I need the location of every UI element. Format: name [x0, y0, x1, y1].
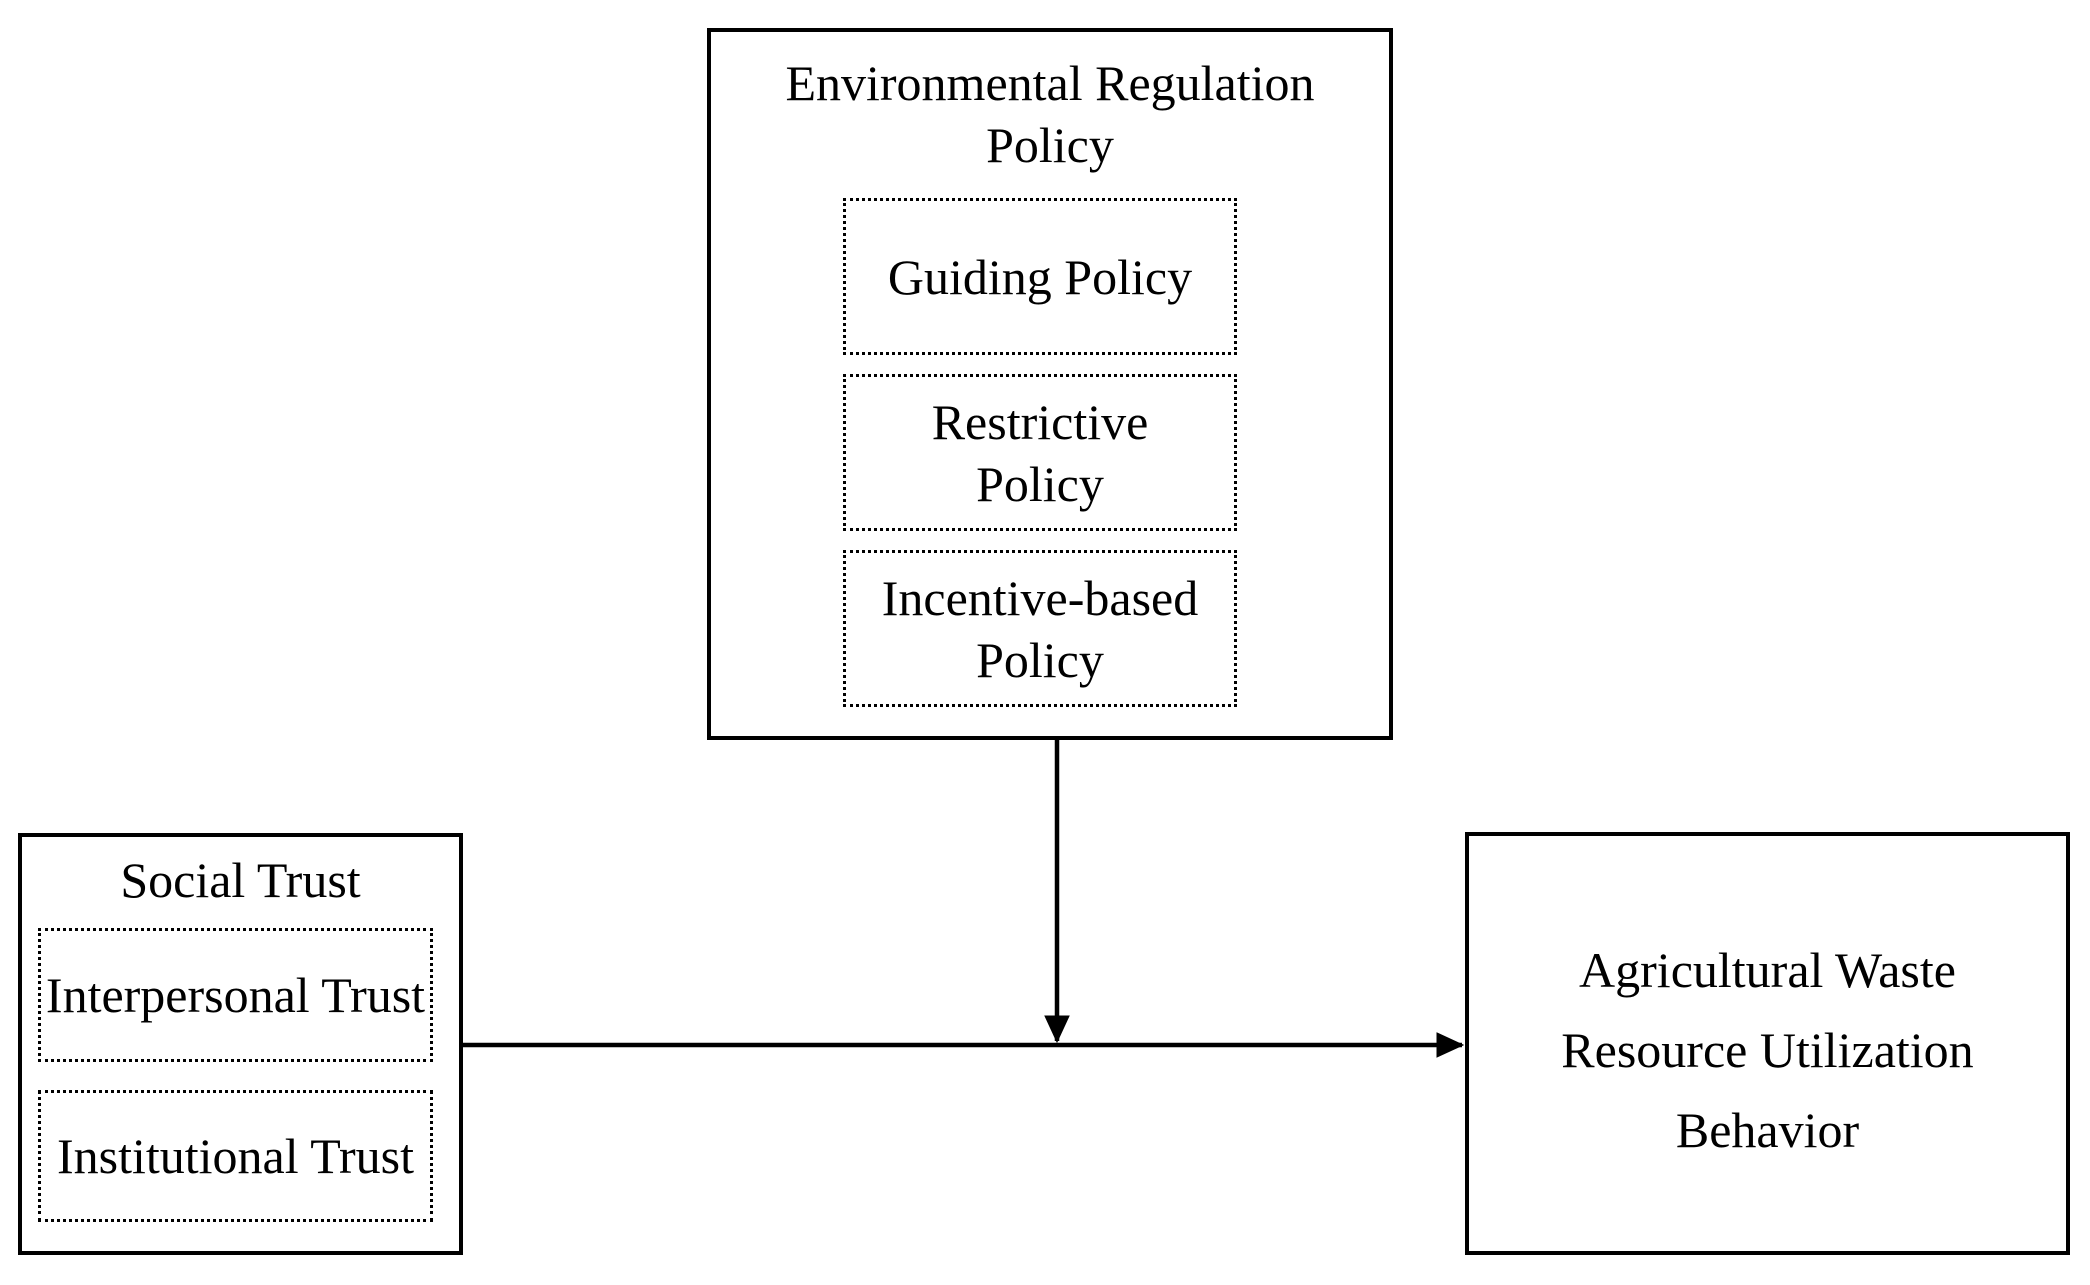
- env-policy-list: Guiding Policy Restrictive Policy Incent…: [843, 198, 1237, 707]
- guiding-policy-label: Guiding Policy: [887, 248, 1193, 305]
- env-box-title: Environmental Regulation Policy: [785, 55, 1315, 173]
- social-trust-box: Social Trust Interpersonal Trust Institu…: [18, 833, 463, 1255]
- institutional-trust-box: Institutional Trust: [38, 1090, 433, 1222]
- incentive-policy-label: Incentive-based Policy: [881, 569, 1199, 688]
- interpersonal-trust-label: Interpersonal Trust: [45, 967, 426, 1023]
- institutional-trust-label: Institutional Trust: [56, 1128, 415, 1184]
- outcome-label: Agricultural Waste Resource Utilization …: [1561, 941, 1974, 1158]
- social-box-title: Social Trust: [120, 852, 361, 908]
- environmental-regulation-policy-box: Environmental Regulation Policy Guiding …: [707, 28, 1393, 740]
- guiding-policy-box: Guiding Policy: [843, 198, 1237, 355]
- agricultural-waste-behavior-box: Agricultural Waste Resource Utilization …: [1465, 832, 2070, 1255]
- incentive-policy-box: Incentive-based Policy: [843, 550, 1237, 707]
- restrictive-policy-label: Restrictive Policy: [931, 393, 1149, 512]
- interpersonal-trust-box: Interpersonal Trust: [38, 928, 433, 1062]
- restrictive-policy-box: Restrictive Policy: [843, 374, 1237, 531]
